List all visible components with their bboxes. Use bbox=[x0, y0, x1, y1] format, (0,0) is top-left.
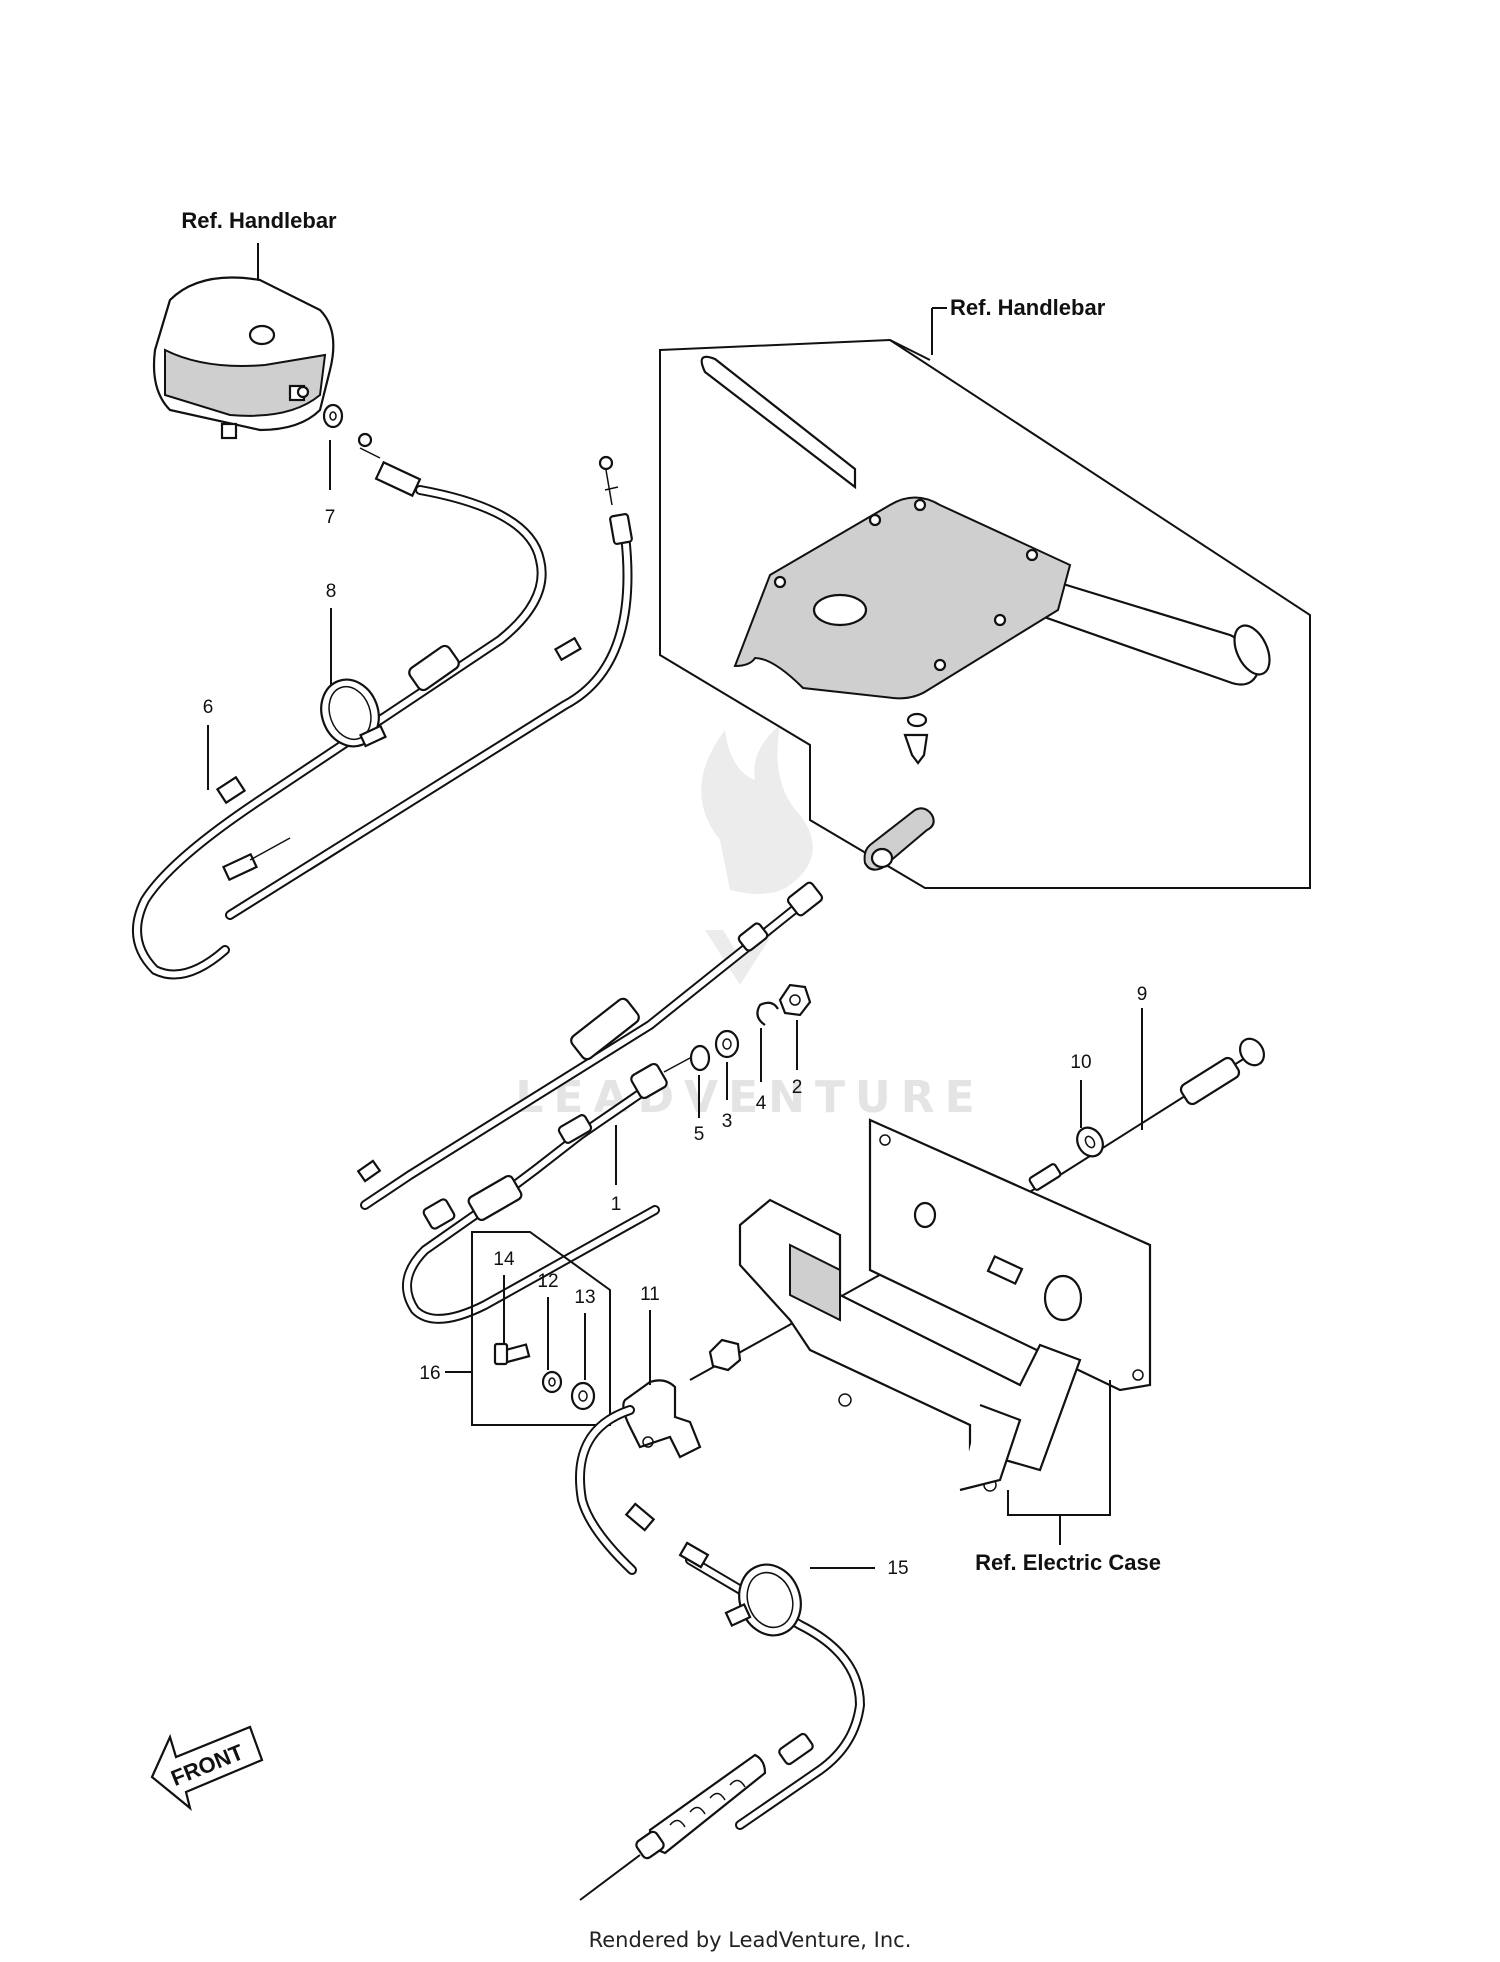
lockwasher-part-4 bbox=[756, 1001, 779, 1026]
callout-8: 8 bbox=[326, 581, 337, 602]
electric-case bbox=[738, 1118, 1152, 1492]
ref-handlebar-left-label: Ref. Handlebar bbox=[181, 208, 337, 233]
bracket-part-11 bbox=[622, 1379, 702, 1459]
callout-15: 15 bbox=[887, 1558, 908, 1579]
washer-part-13 bbox=[570, 1381, 596, 1411]
small-parts-2-5 bbox=[689, 983, 812, 1072]
ring-part-5 bbox=[689, 1044, 711, 1072]
watermark-text: LEADVENTURE bbox=[515, 1072, 984, 1123]
callout-1: 1 bbox=[611, 1194, 622, 1215]
callout-16: 16 bbox=[419, 1363, 440, 1384]
callout-9: 9 bbox=[1137, 984, 1148, 1005]
kit-box-part-16 bbox=[471, 1231, 611, 1426]
nut-part-2 bbox=[778, 983, 812, 1017]
callout-11: 11 bbox=[640, 1284, 660, 1305]
handlebar-assembly-panel bbox=[659, 338, 1311, 889]
cable-part-6 bbox=[132, 432, 547, 980]
callout-12: 12 bbox=[537, 1271, 558, 1292]
washer-part-3 bbox=[714, 1029, 740, 1059]
callout-14: 14 bbox=[493, 1249, 515, 1270]
callout-2: 2 bbox=[792, 1077, 803, 1098]
bolt-part-14 bbox=[493, 1342, 531, 1366]
credit-footer: Rendered by LeadVenture, Inc. bbox=[588, 1928, 912, 1952]
ref-electric-case-label: Ref. Electric Case bbox=[975, 1550, 1161, 1575]
callout-3: 3 bbox=[722, 1111, 733, 1132]
clamp-part-8 bbox=[320, 678, 387, 748]
cable-upper-long bbox=[225, 455, 633, 920]
callout-6: 6 bbox=[203, 697, 214, 718]
callout-5: 5 bbox=[694, 1124, 705, 1145]
nut-on-cable-9 bbox=[708, 1338, 742, 1372]
clamp-part-15 bbox=[724, 1563, 802, 1637]
washer-part-7 bbox=[322, 403, 344, 429]
washer-part-10 bbox=[1076, 1126, 1104, 1158]
cable-lower bbox=[575, 1405, 866, 1901]
callout-13: 13 bbox=[574, 1287, 595, 1308]
callout-4: 4 bbox=[756, 1093, 767, 1114]
lockwasher-part-12 bbox=[541, 1370, 563, 1394]
cable-part-1 bbox=[356, 881, 824, 1324]
front-arrow: FRONT bbox=[150, 1725, 264, 1811]
watermark: LEADVENTURE bbox=[515, 725, 984, 1123]
callout-7: 7 bbox=[325, 507, 336, 528]
handlebar-switch-housing bbox=[152, 276, 335, 440]
ref-handlebar-right-label: Ref. Handlebar bbox=[950, 295, 1106, 320]
callout-10: 10 bbox=[1070, 1052, 1091, 1073]
